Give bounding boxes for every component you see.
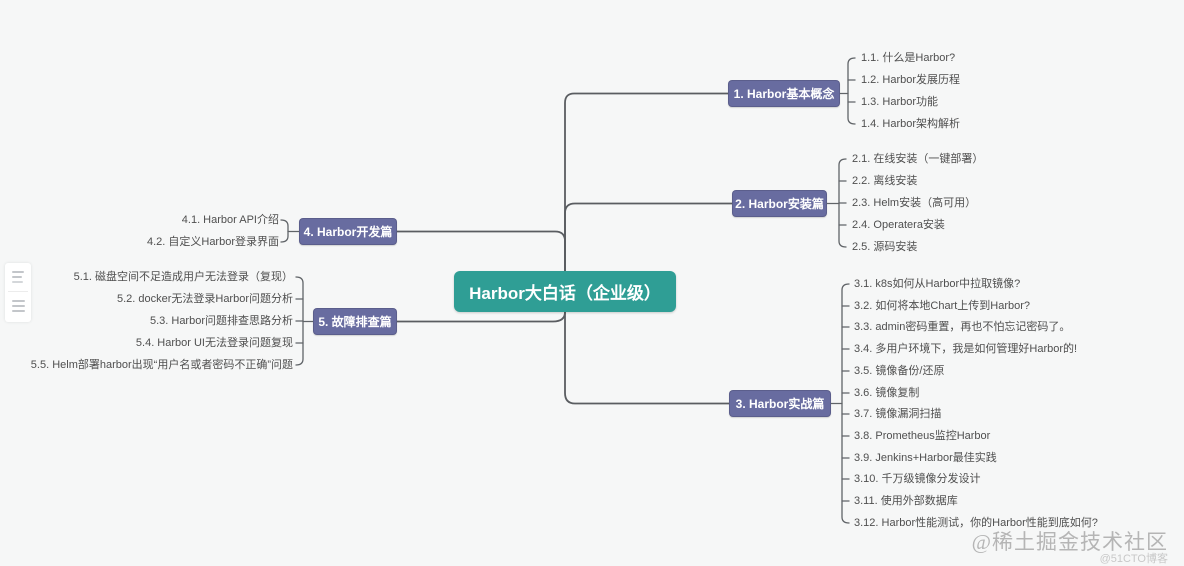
toolbar-divider	[8, 291, 28, 292]
child-topic[interactable]: 5.1. 磁盘空间不足造成用户无法登录（复现）	[73, 271, 293, 283]
child-topic[interactable]: 3.7. 镜像漏洞扫描	[854, 408, 942, 420]
outline-icon-glyph	[12, 271, 24, 283]
branch-topic[interactable]: 1. Harbor基本概念	[728, 80, 840, 107]
branch-topic[interactable]: 4. Harbor开发篇	[299, 218, 397, 245]
connector-line	[847, 57, 856, 125]
child-topic[interactable]: 3.1. k8s如何从Harbor中拉取镜像?	[854, 278, 1021, 290]
child-topic[interactable]: 5.5. Helm部署harbor出现“用户名或者密码不正确”问题	[30, 359, 293, 371]
child-topic[interactable]: 3.4. 多用户环境下，我是如何管理好Harbor的!	[854, 343, 1078, 355]
list-icon-glyph	[11, 300, 25, 312]
child-topic[interactable]: 1.3. Harbor功能	[861, 96, 939, 108]
watermark-secondary: @51CTO博客	[1099, 553, 1168, 565]
connector-line	[564, 311, 730, 405]
child-topic[interactable]: 5.3. Harbor问题排查思路分析	[149, 315, 293, 327]
branch-topic[interactable]: 5. 故障排查篇	[313, 308, 397, 335]
child-topic[interactable]: 2.4. Operatera安装	[852, 219, 945, 231]
child-topic[interactable]: 2.1. 在线安装（一键部署）	[852, 153, 984, 165]
connector-line	[841, 283, 850, 524]
child-topic[interactable]: 2.5. 源码安装	[852, 241, 918, 253]
child-topic[interactable]: 5.4. Harbor UI无法登录问题复现	[135, 337, 293, 349]
branch-topic[interactable]: 2. Harbor安装篇	[732, 190, 827, 217]
branch-topic[interactable]: 3. Harbor实战篇	[729, 390, 831, 417]
child-topic[interactable]: 3.3. admin密码重置，再也不怕忘记密码了。	[854, 321, 1071, 333]
child-topic[interactable]: 1.2. Harbor发展历程	[861, 74, 961, 86]
child-topic[interactable]: 3.9. Jenkins+Harbor最佳实践	[854, 452, 997, 464]
child-topic[interactable]: 2.3. Helm安装（高可用）	[852, 197, 977, 209]
list-icon[interactable]	[5, 292, 31, 320]
child-topic[interactable]: 4.1. Harbor API介绍	[181, 214, 279, 226]
child-topic[interactable]: 3.6. 镜像复制	[854, 387, 920, 399]
child-topic[interactable]: 2.2. 离线安装	[852, 175, 918, 187]
child-topic[interactable]: 3.2. 如何将本地Chart上传到Harbor?	[854, 300, 1031, 312]
child-topic[interactable]: 1.1. 什么是Harbor?	[861, 52, 956, 64]
connector-line	[564, 202, 733, 272]
outline-icon[interactable]	[5, 263, 31, 291]
connector-line	[396, 311, 566, 323]
child-topic[interactable]: 1.4. Harbor架构解析	[861, 118, 961, 130]
child-topic[interactable]: 3.10. 千万级镜像分发设计	[854, 473, 981, 485]
child-topic[interactable]: 5.2. docker无法登录Harbor问题分析	[116, 293, 293, 305]
root-topic[interactable]: Harbor大白话（企业级）	[454, 271, 676, 312]
connector-line	[396, 230, 566, 272]
floating-toolbar	[5, 263, 31, 322]
watermark-primary: @稀土掘金技术社区	[971, 530, 1168, 554]
child-topic[interactable]: 3.5. 镜像备份/还原	[854, 365, 945, 377]
child-topic[interactable]: 3.11. 使用外部数据库	[854, 495, 958, 507]
child-topic[interactable]: 3.8. Prometheus监控Harbor	[854, 430, 991, 442]
child-topic[interactable]: 4.2. 自定义Harbor登录界面	[146, 236, 279, 248]
connector-line	[564, 92, 729, 272]
connector-line	[280, 219, 289, 243]
child-topic[interactable]: 3.12. Harbor性能测试，你的Harbor性能到底如何?	[854, 517, 1098, 529]
